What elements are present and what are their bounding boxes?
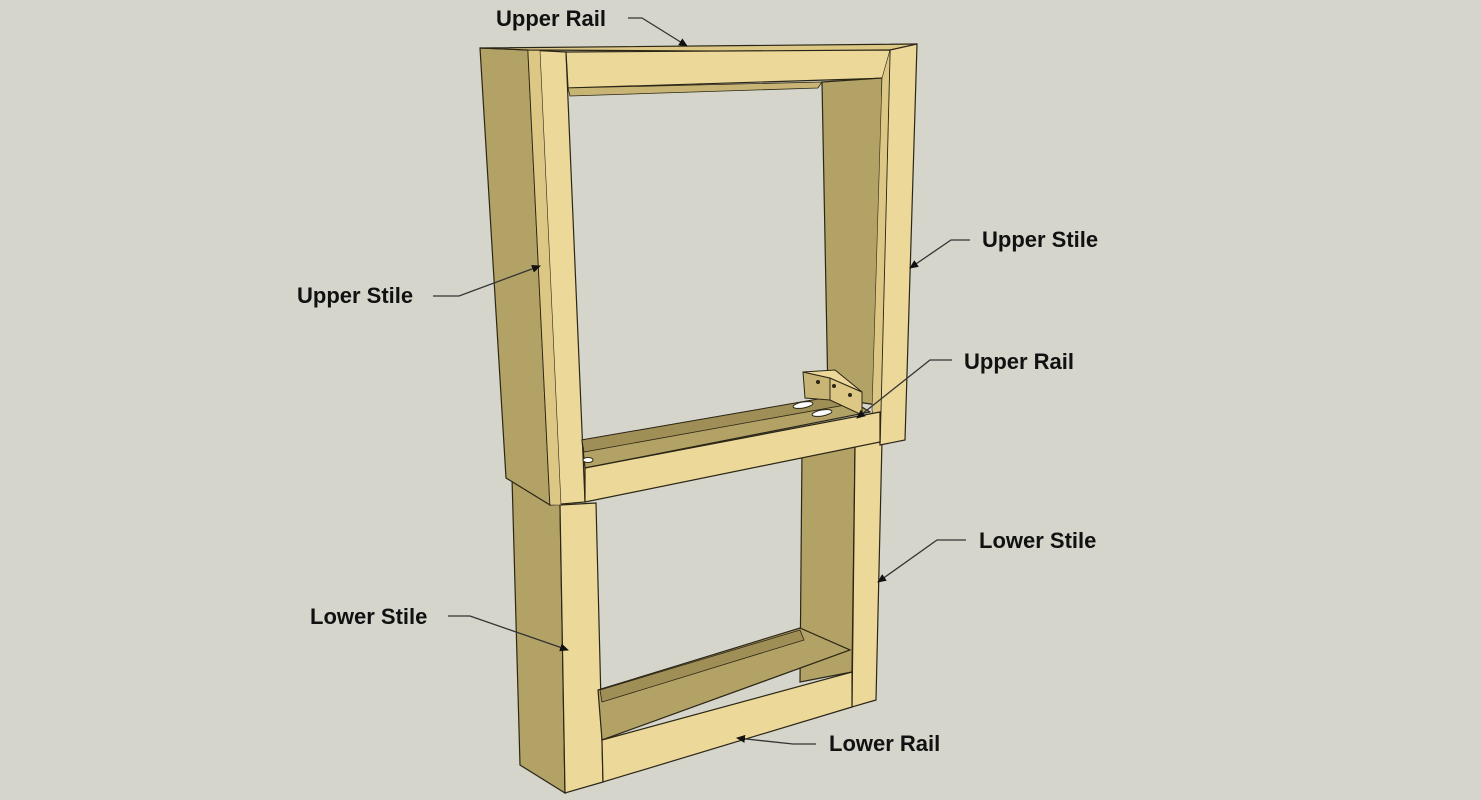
leader-upper-stile-left	[433, 265, 541, 297]
leader-lower-rail	[736, 734, 816, 745]
leader-lower-stile-right	[877, 539, 966, 583]
meeting-rail-front	[584, 411, 881, 503]
pocket-slot	[582, 457, 594, 463]
label-lower-rail: Lower Rail	[829, 731, 940, 756]
upper-sash	[479, 43, 918, 507]
screw-hole	[848, 393, 852, 397]
label-lower-stile-right: Lower Stile	[979, 528, 1096, 553]
pocket-slot	[811, 409, 833, 417]
label-upper-rail-mid: Upper Rail	[964, 349, 1074, 374]
lower-stile-left-front	[559, 502, 604, 794]
label-upper-rail-top: Upper Rail	[496, 6, 606, 31]
leader-upper-stile-right	[909, 239, 970, 269]
screw-hole	[832, 384, 836, 388]
lower-stile-left-side	[511, 476, 566, 795]
lower-stile-right-front	[851, 439, 883, 708]
label-upper-stile-right: Upper Stile	[982, 227, 1098, 252]
lower-rail-top	[597, 627, 852, 741]
lower-sash	[511, 439, 883, 795]
bracket-block-top	[802, 369, 863, 393]
leader-lower-stile-left	[448, 615, 569, 652]
label-lower-stile-left: Lower Stile	[310, 604, 427, 629]
leader-upper-rail-top	[628, 17, 688, 47]
screw-hole	[816, 380, 820, 384]
leader-lines	[433, 17, 970, 745]
part-labels: Upper Rail Upper Stile Upper Stile Upper…	[297, 6, 1098, 756]
lower-rail-top-lip	[599, 629, 805, 703]
leader-upper-rail-mid	[856, 359, 952, 419]
pocket-slot	[792, 401, 814, 409]
upper-stile-right-front-inner	[871, 49, 891, 446]
lower-rail-front	[601, 671, 853, 783]
upper-rail-underside	[567, 81, 823, 97]
upper-stile-right-inner	[821, 77, 883, 406]
label-upper-stile-left: Upper Stile	[297, 283, 413, 308]
